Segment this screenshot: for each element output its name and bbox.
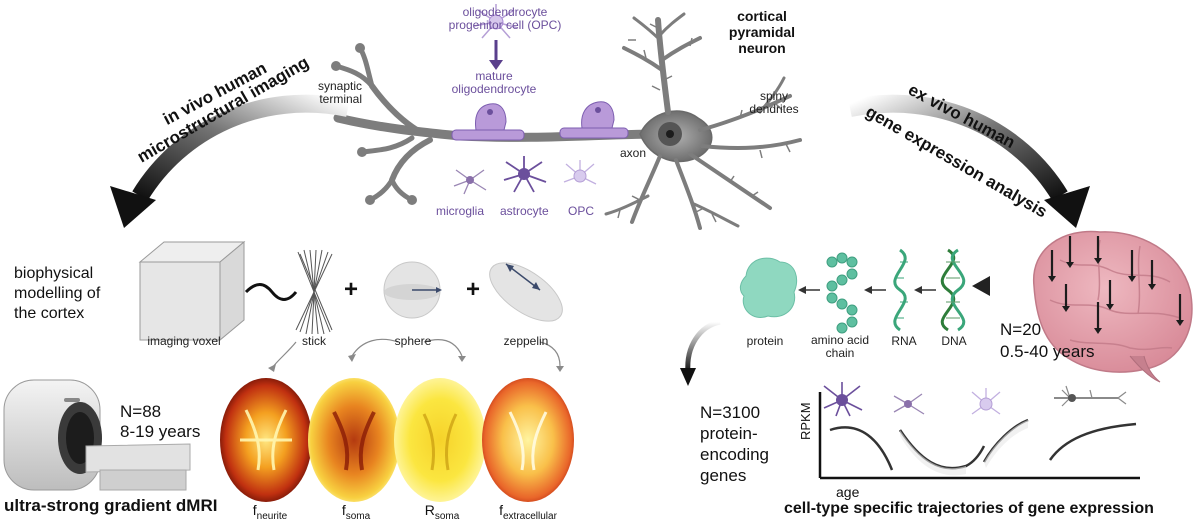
trajectory-curves xyxy=(829,418,1137,471)
synaptic-terminal-label: synaptic terminal xyxy=(317,79,362,106)
left-n-label: N=88 xyxy=(120,402,162,421)
map-f-neurite xyxy=(220,378,312,502)
dmri-label: ultra-strong gradient dMRI xyxy=(4,496,218,515)
brain-icon xyxy=(1033,230,1193,383)
neuron-illustration xyxy=(331,4,802,230)
astrocyte-icon xyxy=(503,156,547,193)
imaging-voxel-label: imaging voxel xyxy=(147,334,221,348)
opc-icon xyxy=(563,160,597,185)
right-n-label: N=20 xyxy=(1000,320,1042,339)
stick-label: stick xyxy=(302,334,326,348)
sphere-label: sphere xyxy=(394,334,432,348)
plus-sign-2: + xyxy=(466,276,481,303)
genes-label: N=3100 protein-encoding genes xyxy=(700,403,770,485)
opc-glyph-plot xyxy=(971,388,1001,415)
dna-label: DNA xyxy=(941,334,967,348)
right-curved-arrow xyxy=(848,94,1090,228)
amino-acid-chain-icon xyxy=(826,252,858,334)
mature-oligodendrocyte-label: mature oligodendrocyte xyxy=(451,69,537,96)
map-connector-arrows xyxy=(271,338,561,369)
biophysical-modelling-label: biophysical modelling of the cortex xyxy=(14,265,101,322)
dna-icon xyxy=(940,248,966,332)
brain-to-dna-arrow xyxy=(972,276,1022,296)
neuron-glyph-plot xyxy=(1054,385,1127,407)
microglia-label: microglia xyxy=(436,204,485,218)
trajectory-curve-1 xyxy=(829,426,894,471)
map-r-soma xyxy=(394,378,486,502)
trajectories-label: cell-type specific trajectories of gene … xyxy=(784,500,1154,517)
trajectory-curve-shading xyxy=(900,420,1028,476)
map-f-extracellular xyxy=(482,378,574,502)
mri-scanner-icon xyxy=(3,379,191,491)
cortical-pyramidal-neuron-label: cortical pyramidal neuron xyxy=(728,8,796,56)
opc-bottom-label: OPC xyxy=(568,204,595,218)
astrocyte-label: astrocyte xyxy=(500,204,549,218)
opc-top-label: oligodendrocyte progenitor cell (OPC) xyxy=(448,5,562,32)
zeppelin-label: zeppelin xyxy=(503,334,549,348)
rna-label: RNA xyxy=(891,334,917,348)
protein-label: protein xyxy=(746,334,784,348)
imaging-voxel-cube xyxy=(138,240,246,342)
zeppelin-compartment xyxy=(489,262,563,322)
trajectory-axes xyxy=(818,392,1140,480)
map-label-r-soma: Rsoma xyxy=(424,502,460,522)
small-curved-arrow xyxy=(680,319,721,386)
axon-label: axon xyxy=(620,146,647,160)
trajectory-curve-4 xyxy=(1048,422,1137,461)
amino-acid-chain-label: amino acid chain xyxy=(810,333,870,360)
map-label-f-neurite: fneurite xyxy=(252,502,288,522)
right-years-label: 0.5-40 years xyxy=(1000,342,1095,361)
spiny-dendrites-label: spiny dendrites xyxy=(749,89,799,116)
stick-compartment xyxy=(295,249,333,335)
microglia-icon xyxy=(453,169,487,195)
left-curved-arrow xyxy=(110,94,350,228)
map-label-f-extracellular: fextracellular xyxy=(499,502,557,522)
rna-icon xyxy=(893,248,908,332)
tilde-mark xyxy=(244,283,298,301)
protein-icon xyxy=(739,257,798,318)
sphere-compartment xyxy=(383,261,442,319)
map-f-soma xyxy=(308,378,400,502)
rpkm-axis-label: RPKM xyxy=(798,402,813,440)
age-axis-label: age xyxy=(836,484,860,500)
astrocyte-glyph-plot xyxy=(823,382,863,417)
microglia-glyph-plot xyxy=(893,393,925,415)
map-label-f-soma: fsoma xyxy=(341,502,371,522)
plus-sign-1: + xyxy=(344,276,359,303)
left-years-label: 8-19 years xyxy=(120,422,201,441)
